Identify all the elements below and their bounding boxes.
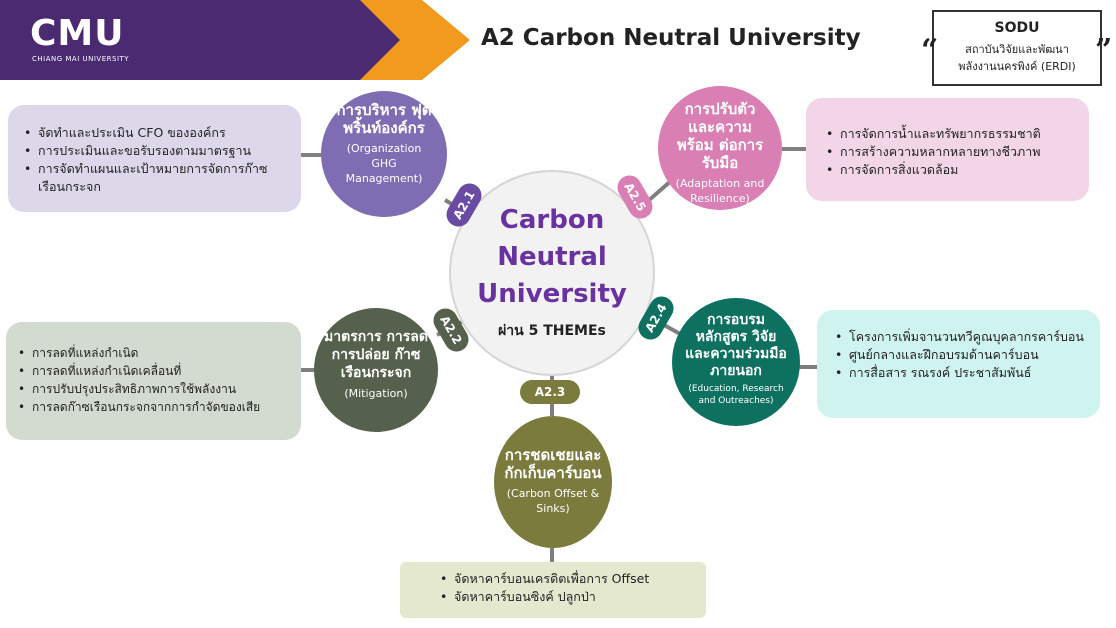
list-item: จัดหาคาร์บอนเครดิตเพื่อการ Offset	[440, 570, 706, 588]
theme-title: การอบรม หลักสูตร วิจัย และความร่วมมือ ภา…	[685, 312, 787, 379]
list-item: โครงการเพิ่มจานวนทวีคูณบุคลากรคาร์บอน	[835, 328, 1100, 346]
sodu-line-1: สถาบันวิจัยและพัฒนา	[965, 43, 1069, 56]
cmu-logo-subtitle: CHIANG MAI UNIVERSITY	[32, 55, 130, 63]
list-item: การจัดการสิ่งแวดล้อม	[826, 161, 1089, 179]
sodu-line-2: พลังงานนครพิงค์ (ERDI)	[958, 60, 1076, 73]
list-item: การจัดการน้ำและทรัพยากรธรรมชาติ	[826, 125, 1089, 143]
theme-title: การปรับตัว และความพร้อม ต่อการรับมือ	[676, 100, 764, 172]
list-item: การประเมินและขอรับรองตามมาตรฐาน	[24, 142, 301, 160]
sodu-title: SODU	[994, 20, 1040, 36]
list-item: การลดก๊าซเรือนกระจกจากการกำจัดของเสีย	[18, 398, 301, 416]
theme-circle-a24: การอบรม หลักสูตร วิจัย และความร่วมมือ ภา…	[672, 298, 800, 426]
center-circle: Carbon Neutral University ผ่าน 5 THEMEs	[449, 170, 655, 376]
info-box-a23: จัดหาคาร์บอนเครดิตเพื่อการ Offset จัดหาค…	[400, 562, 706, 618]
cmu-logo: CMU	[30, 13, 125, 54]
page-title: A2 Carbon Neutral University	[481, 25, 861, 51]
theme-circle-a21: การบริหาร ฟุตพริ้นท์องค์กร (Organization…	[321, 91, 447, 217]
list-item: การปรับปรุงประสิทธิภาพการใช้พลังงาน	[18, 380, 301, 398]
quote-open-mark: “	[921, 33, 939, 68]
list-item: การสร้างความหลากหลายทางชีวภาพ	[826, 143, 1089, 161]
theme-circle-a25: การปรับตัว และความพร้อม ต่อการรับมือ (Ad…	[658, 86, 782, 210]
list-item: จัดหาคาร์บอนซิงค์ ปลูกป่า	[440, 588, 706, 606]
theme-title: มาตรการ การลดการปล่อย ก๊าซเรือนกระจก	[324, 329, 428, 381]
info-box-a25: การจัดการน้ำและทรัพยากรธรรมชาติ การสร้าง…	[806, 98, 1089, 201]
list-item: จัดทำและประเมิน CFO ขององค์กร	[24, 124, 301, 142]
theme-english: (Education, Research and Outreaches)	[688, 384, 784, 406]
theme-english: (Carbon Offset & Sinks)	[506, 487, 600, 515]
theme-title: การบริหาร ฟุตพริ้นท์องค์กร	[336, 101, 432, 137]
list-item: ศูนย์กลางและฝึกอบรมด้านคาร์บอน	[835, 346, 1100, 364]
list-item: การลดที่แหล่งกำเนิด	[18, 344, 301, 362]
info-box-a21: จัดทำและประเมิน CFO ขององค์กร การประเมิน…	[8, 105, 301, 212]
list-item: การลดที่แหล่งกำเนิดเคลื่อนที่	[18, 362, 301, 380]
list-item: การจัดทำแผนและเป้าหมายการจัดการก๊าซเรือน…	[24, 160, 301, 196]
theme-circle-a22: มาตรการ การลดการปล่อย ก๊าซเรือนกระจก (Mi…	[314, 308, 438, 432]
header-banner	[0, 0, 470, 80]
badge-a23: A2.3	[520, 380, 580, 404]
center-title: Carbon Neutral University	[477, 205, 627, 309]
sodu-box: SODU สถาบันวิจัยและพัฒนา พลังงานนครพิงค์…	[932, 10, 1102, 86]
theme-circle-a23: การชดเชยและ กักเก็บคาร์บอน (Carbon Offse…	[494, 416, 612, 548]
theme-title: การชดเชยและ กักเก็บคาร์บอน	[504, 446, 602, 482]
theme-english: (Adaptation and Resilience)	[675, 177, 765, 205]
quote-close-mark: ”	[1095, 33, 1113, 68]
center-subtitle: ผ่าน 5 THEMEs	[498, 323, 606, 339]
info-box-a24: โครงการเพิ่มจานวนทวีคูณบุคลากรคาร์บอน ศู…	[817, 310, 1100, 418]
theme-english: (Organization GHG Management)	[345, 142, 423, 185]
info-box-a22: การลดที่แหล่งกำเนิด การลดที่แหล่งกำเนิดเ…	[6, 322, 301, 440]
list-item: การสื่อสาร รณรงค์ ประชาสัมพันธ์	[835, 364, 1100, 382]
theme-english: (Mitigation)	[344, 387, 408, 400]
